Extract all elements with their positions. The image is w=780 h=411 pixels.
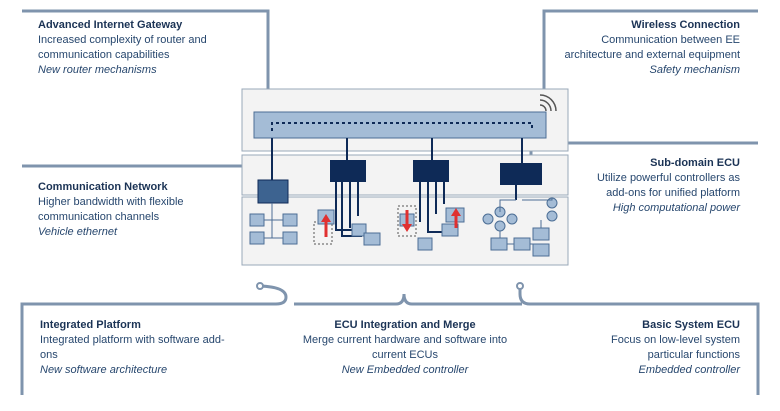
basic-desc: Focus on low-level system particular fun… [611,334,740,361]
subdomain-card: Sub-domain ECU Utilize powerful controll… [590,156,740,216]
gateway-callout-line [22,9,270,104]
ecu-box-1 [330,160,366,182]
gateway-dotted-bus [271,122,533,131]
merge-desc: Merge current hardware and software into… [302,334,508,361]
module-2c [441,223,459,237]
gateway-card: Advanced Internet Gateway Increased comp… [38,18,258,78]
wireless-callout-line [542,9,758,100]
gateway-title: Advanced Internet Gateway [38,19,183,31]
gateway-bar [253,111,547,139]
platform-left-modules [249,213,298,245]
module-2d [417,237,433,251]
platform-left-links [264,203,283,239]
callout-lines [20,9,760,395]
gateway-italic: New router mechanisms [38,64,157,76]
merge-italic: New Embedded controller [341,364,469,376]
merge-callout-line [294,293,522,306]
up-arrow-icon-1 [321,214,331,237]
wireless-desc: Communication between EE architecture an… [564,34,741,61]
subdomain-links [499,198,553,245]
module-1b [351,223,367,237]
gateway-desc: Increased complexity of router and commu… [38,34,207,61]
network-callout-line [22,164,274,179]
subdomain-desc: Utilize powerful controllers as add-ons … [596,172,740,199]
ecu-box-2 [413,160,449,182]
subdomain-ecu-box [500,163,542,185]
down-arrow-icon-2 [402,210,412,232]
wireless-card: Wireless Connection Communication betwee… [555,18,741,78]
merge-card: ECU Integration and Merge Merge current … [300,318,510,378]
wifi-icon [539,94,557,112]
module-1c [363,232,381,246]
platform-card: Integrated Platform Integrated platform … [40,318,240,378]
basic-italic: Embedded controller [638,364,740,376]
bus-drops [271,138,523,180]
network-italic: Vehicle ethernet [38,226,118,238]
subdomain-italic: High computational power [612,202,740,214]
wireless-title: Wireless Connection [631,19,740,31]
network-switch-box [257,179,289,204]
basic-callout-line [518,287,760,395]
platform-panel [241,196,569,266]
network-card: Communication Network Higher bandwidth w… [38,180,228,240]
dashed-module-2 [397,205,417,237]
platform-title: Integrated Platform [40,319,141,331]
subdomain-title: Sub-domain ECU [650,157,740,169]
platform-italic: New software architecture [40,364,168,376]
merge-title: ECU Integration and Merge [334,319,476,331]
basic-title: Basic System ECU [642,319,740,331]
wireless-italic: Safety mechanism [649,64,740,76]
platform-desc: Integrated platform with software add-on… [40,334,225,361]
network-title: Communication Network [38,181,168,193]
basic-card: Basic System ECU Focus on low-level syst… [580,318,740,378]
platform-callout-line [20,284,288,395]
up-arrow-icon-3 [451,208,461,228]
network-desc: Higher bandwidth with flexible communica… [38,196,184,223]
